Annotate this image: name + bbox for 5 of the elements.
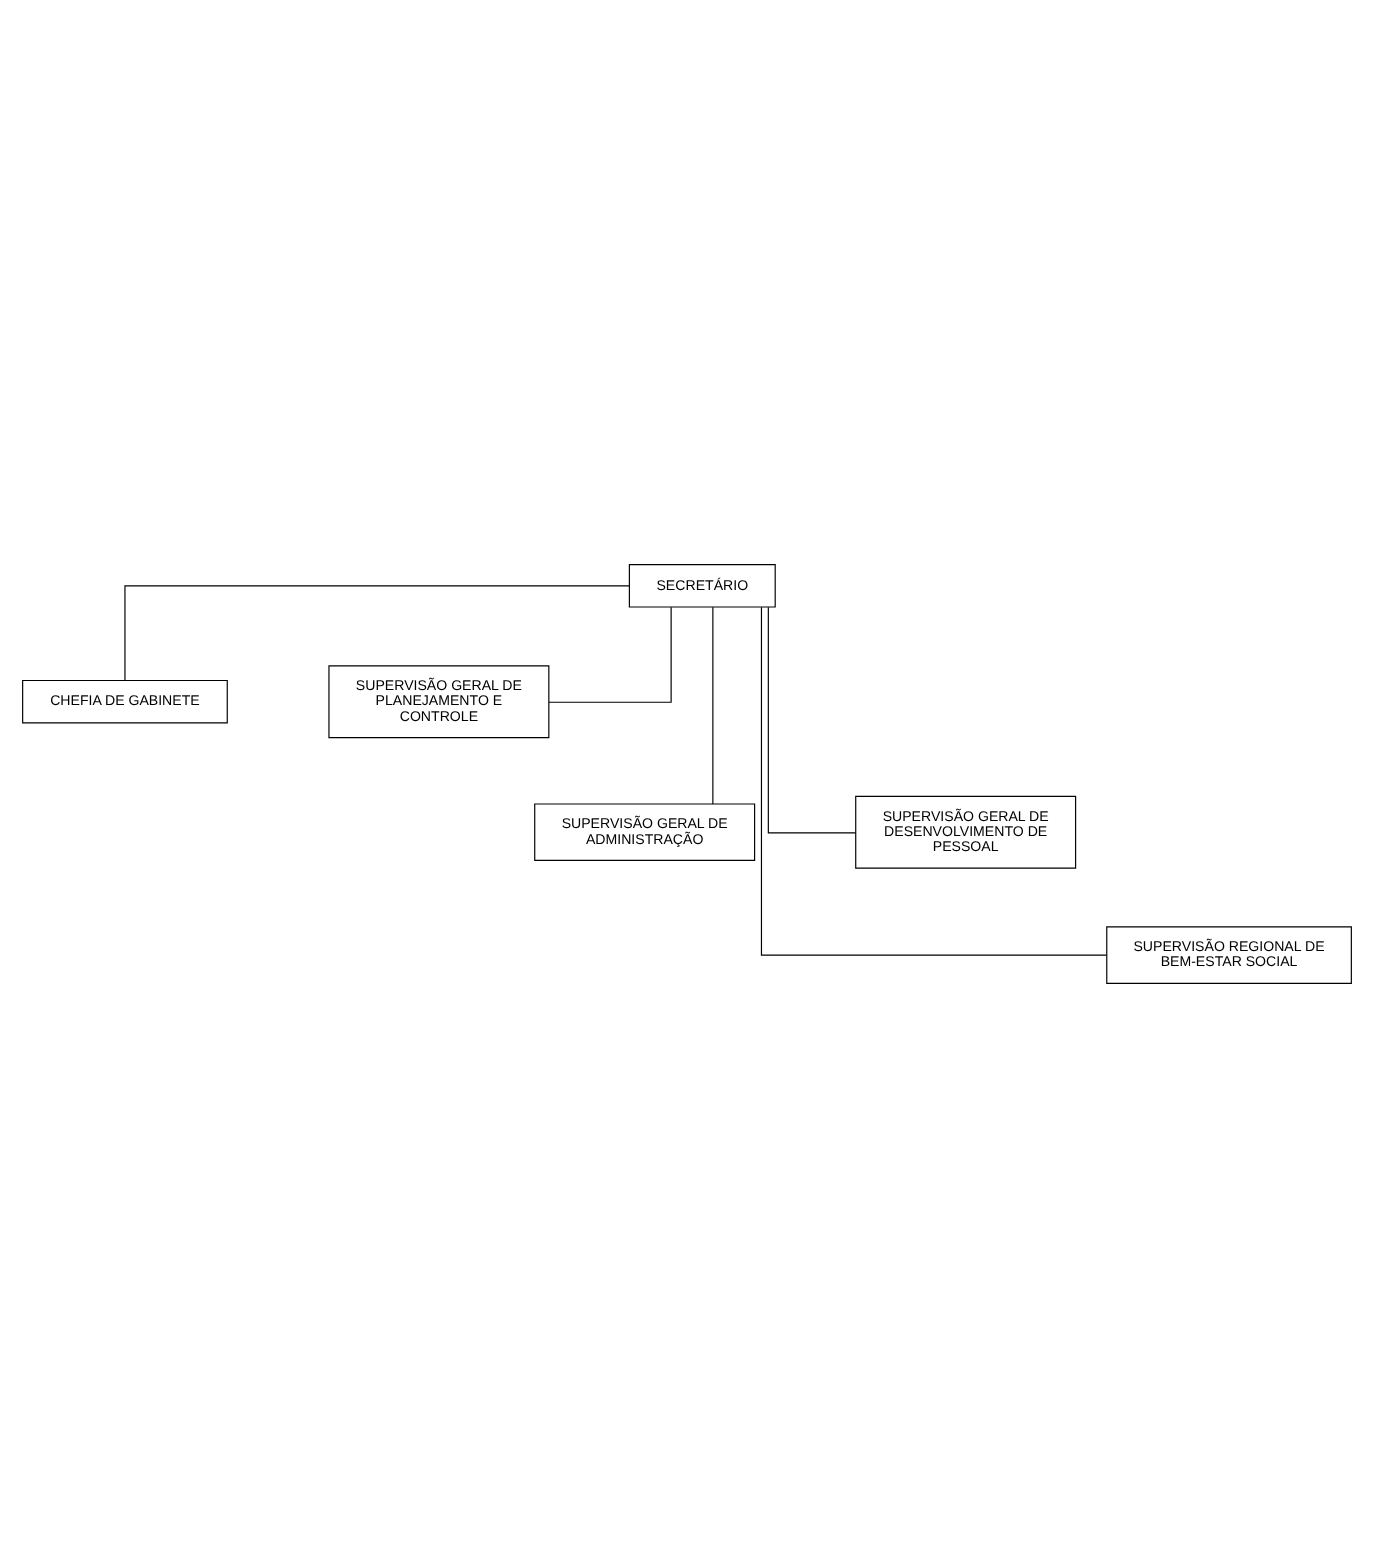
connector <box>767 606 857 834</box>
connector <box>760 606 1108 956</box>
connector <box>548 606 672 703</box>
connector <box>712 606 714 805</box>
connector <box>124 585 630 682</box>
